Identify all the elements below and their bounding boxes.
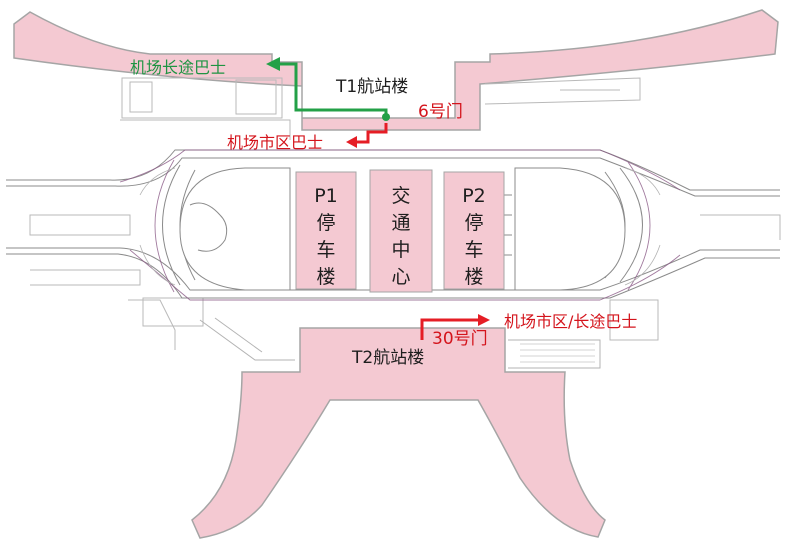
t2-terminal-shape xyxy=(191,327,606,539)
t1-terminal-label: T1航站楼 xyxy=(336,77,409,97)
red-route-arrow-t2 xyxy=(478,314,490,326)
gate6-marker xyxy=(382,113,390,121)
left-oval-block xyxy=(179,167,291,291)
green-route-line xyxy=(278,62,388,117)
green-route-arrow xyxy=(266,57,280,71)
p1-block xyxy=(295,171,357,290)
t2-terminal-label: T2航站楼 xyxy=(352,348,425,368)
right-oval-block xyxy=(514,167,626,291)
gate-6-label: 6号门 xyxy=(418,102,463,122)
gtc-label: 交 通 中 心 xyxy=(391,185,411,288)
red-route-arrow-t1 xyxy=(346,136,357,148)
red-route-line-t2 xyxy=(420,318,480,340)
p2-label: P2 停 车 楼 xyxy=(462,185,486,288)
p2-block xyxy=(443,171,505,290)
t2-bus-label: 机场市区/长途巴士 xyxy=(504,312,638,331)
p1-label: P1 停 车 楼 xyxy=(314,185,338,288)
t1-city-bus-label: 机场市区巴士 xyxy=(227,133,324,152)
t1-terminal-shape xyxy=(13,9,779,131)
gtc-block xyxy=(369,169,433,293)
t1-long-distance-bus-label: 机场长途巴士 xyxy=(130,58,227,77)
red-route-line-t1 xyxy=(354,123,388,144)
gate-30-label: 30号门 xyxy=(432,329,488,349)
